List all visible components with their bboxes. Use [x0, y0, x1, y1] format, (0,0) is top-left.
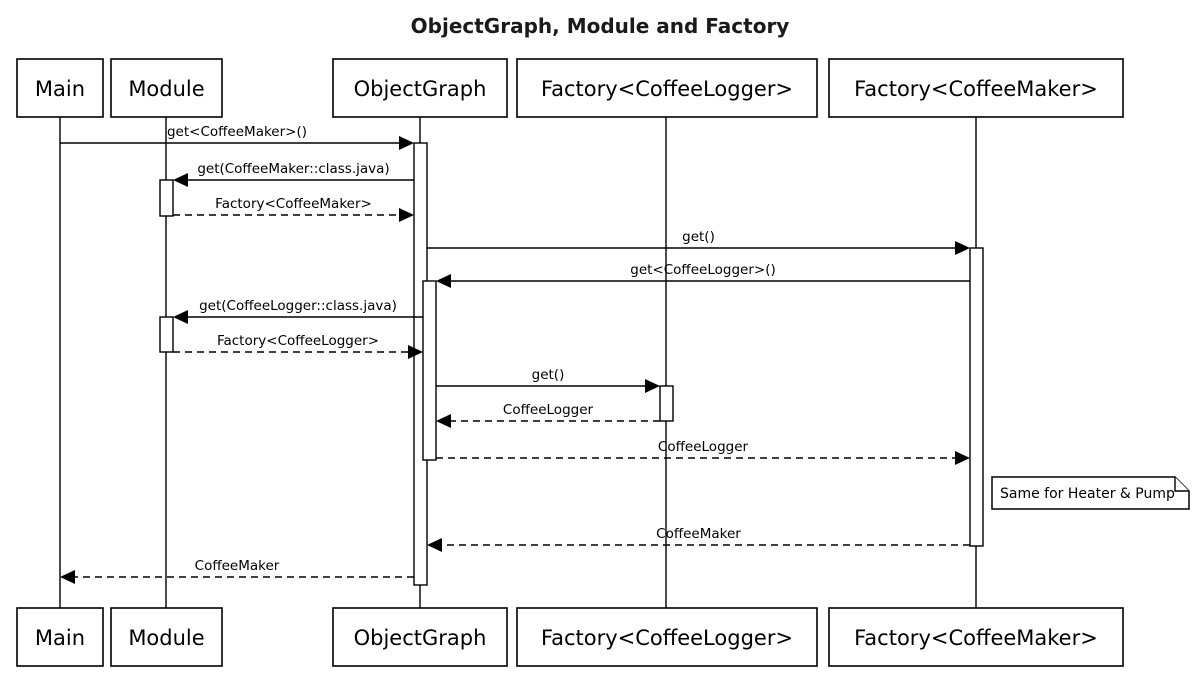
message-m3: Factory<CoffeeMaker> [173, 196, 414, 222]
message-label: CoffeeLogger [503, 402, 594, 418]
message-m9: CoffeeLogger [436, 402, 660, 428]
message-m1: get<CoffeeMaker>() [60, 124, 414, 150]
message-m5: get<CoffeeLogger>() [436, 262, 970, 288]
participant-footer-main[interactable]: Main [16, 607, 104, 667]
participant-footer-module[interactable]: Module [110, 607, 223, 667]
message-m2: get(CoffeeMaker::class.java) [173, 161, 414, 187]
message-m7: Factory<CoffeeLogger> [173, 333, 423, 359]
arrow-head-icon [436, 274, 451, 288]
participant-header-flogger[interactable]: Factory<CoffeeLogger> [516, 58, 818, 118]
message-label: CoffeeLogger [658, 439, 749, 455]
participant-footer-label: Main [35, 626, 85, 650]
participant-footer-label: Factory<CoffeeLogger> [541, 626, 793, 650]
participant-header-label: Main [35, 77, 85, 101]
message-m6: get(CoffeeLogger::class.java) [173, 298, 423, 324]
arrow-head-icon [60, 570, 75, 584]
message-m12: CoffeeMaker [60, 558, 414, 584]
participant-footer-fmaker[interactable]: Factory<CoffeeMaker> [828, 607, 1124, 667]
message-label: get() [682, 229, 715, 245]
note-text: Same for Heater & Pump [1000, 486, 1175, 502]
arrow-head-icon [399, 208, 414, 222]
lifelines-layer [59, 117, 977, 608]
participant-footer-label: Module [128, 626, 204, 650]
activation-bar-graph [422, 280, 437, 461]
message-label: get() [532, 367, 565, 383]
message-m10: CoffeeLogger [436, 439, 970, 465]
activation-bar-module [159, 316, 174, 353]
arrow-head-icon [436, 414, 451, 428]
participant-header-label: ObjectGraph [354, 77, 487, 101]
participant-header-module[interactable]: Module [110, 58, 223, 118]
message-label: get<CoffeeLogger>() [630, 262, 775, 278]
message-label: CoffeeMaker [195, 558, 280, 574]
messages-layer: get<CoffeeMaker>()get(CoffeeMaker::class… [60, 124, 970, 584]
note-note-heater-pump: Same for Heater & Pump [991, 476, 1190, 510]
page-title: ObjectGraph, Module and Factory [411, 14, 790, 38]
notes-layer: Same for Heater & Pump [991, 476, 1190, 510]
message-m8: get() [436, 367, 660, 393]
arrow-head-icon [955, 241, 970, 255]
message-m4: get() [427, 229, 970, 255]
participant-header-fmaker[interactable]: Factory<CoffeeMaker> [828, 58, 1124, 118]
participant-header-label: Module [128, 77, 204, 101]
participant-footer-boxes: Main Module ObjectGraph Factory<CoffeeLogge… [16, 607, 1124, 667]
participant-footer-label: Factory<CoffeeMaker> [854, 626, 1098, 650]
arrow-head-icon [399, 136, 414, 150]
participant-footer-label: ObjectGraph [354, 626, 487, 650]
activation-bar-module [159, 179, 174, 217]
activation-bar-flogger [659, 385, 674, 422]
participant-header-main[interactable]: Main [16, 58, 104, 118]
message-label: get(CoffeeMaker::class.java) [197, 161, 389, 177]
arrow-head-icon [645, 379, 660, 393]
arrow-head-icon [408, 345, 423, 359]
participant-footer-graph[interactable]: ObjectGraph [332, 607, 508, 667]
message-m11: CoffeeMaker [427, 526, 970, 552]
message-label: get(CoffeeLogger::class.java) [199, 298, 397, 314]
participant-header-label: Factory<CoffeeMaker> [854, 77, 1098, 101]
message-label: get<CoffeeMaker>() [167, 124, 307, 140]
arrow-head-icon [173, 310, 188, 324]
message-label: CoffeeMaker [656, 526, 741, 542]
message-label: Factory<CoffeeMaker> [215, 196, 372, 212]
message-label: Factory<CoffeeLogger> [217, 333, 379, 349]
arrow-head-icon [173, 173, 188, 187]
participant-header-boxes: Main Module ObjectGraph Factory<CoffeeLogge… [16, 58, 1124, 118]
activations-layer [159, 142, 984, 586]
arrow-head-icon [427, 538, 442, 552]
participant-header-graph[interactable]: ObjectGraph [332, 58, 508, 118]
activation-bar-fmaker [969, 247, 984, 547]
participant-footer-flogger[interactable]: Factory<CoffeeLogger> [516, 607, 818, 667]
arrow-head-icon [955, 451, 970, 465]
participant-header-label: Factory<CoffeeLogger> [541, 77, 793, 101]
